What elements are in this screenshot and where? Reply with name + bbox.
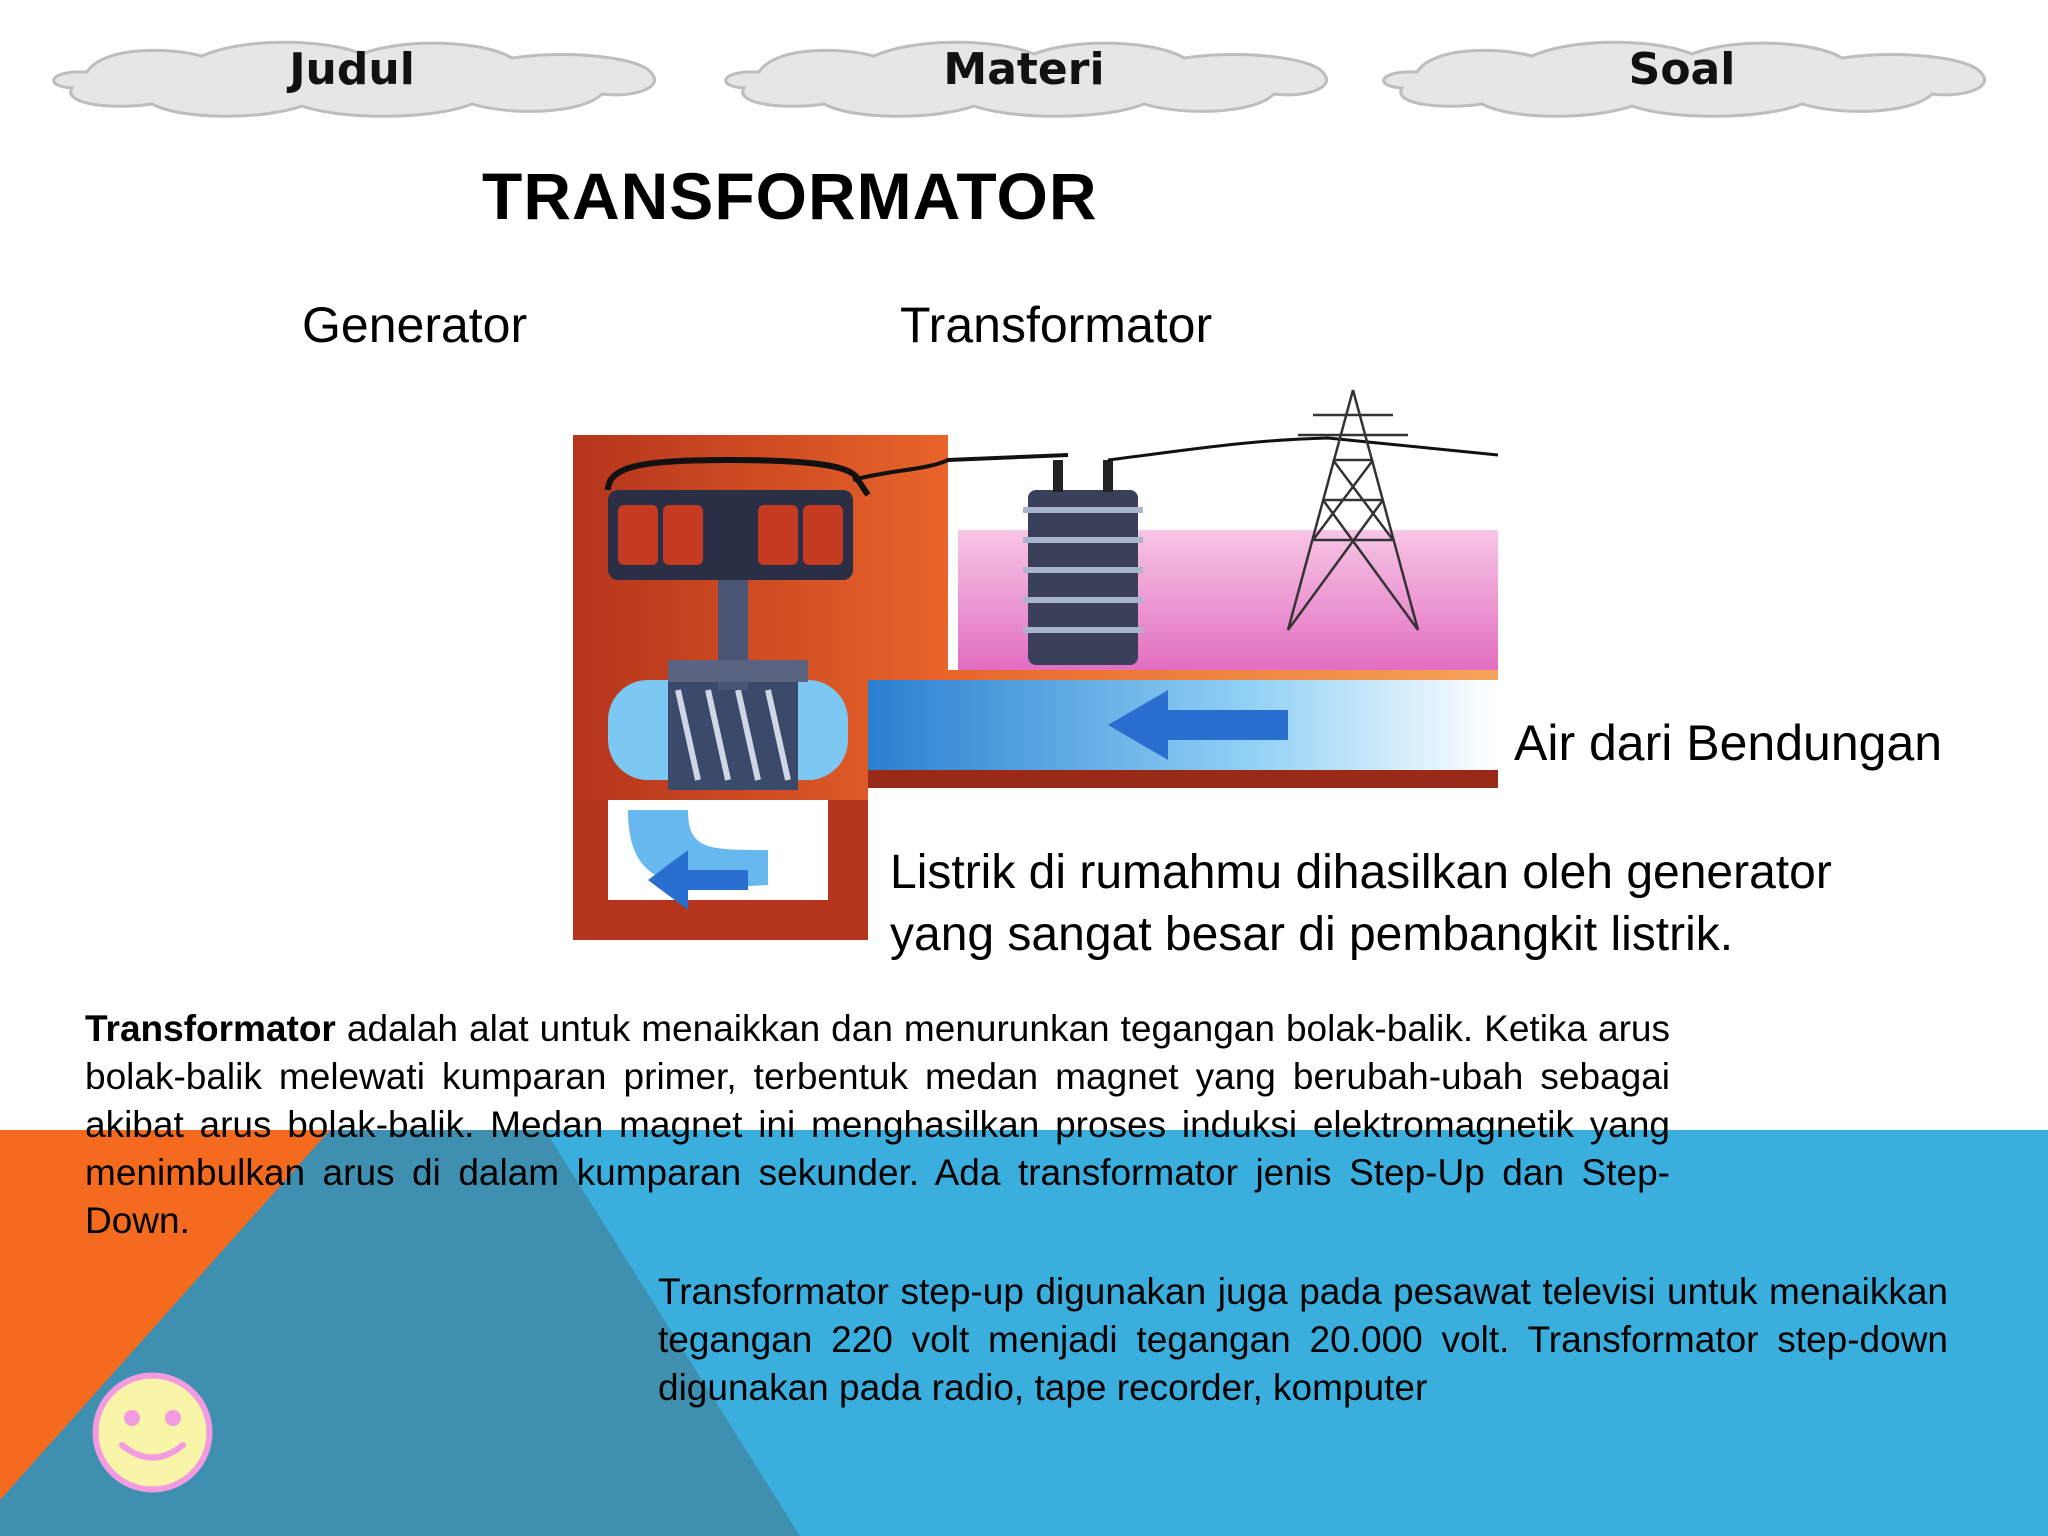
nav-button-materi[interactable]: Materi — [714, 28, 1334, 118]
generator-label: Generator — [302, 297, 528, 353]
usage-paragraph: Transformator step-up digunakan juga pad… — [658, 1271, 1948, 1408]
water-label: Air dari Bendungan — [1514, 715, 1943, 771]
nav-label-judul: Judul — [289, 44, 415, 95]
cloud-shape — [1382, 40, 1986, 118]
definition-text: adalah alat untuk menaikkan dan menurunk… — [85, 1008, 1670, 1241]
caption-line-2: yang sangat besar di pembangkit listrik. — [890, 908, 1734, 961]
hydro-power-plant-illustration — [573, 389, 1498, 940]
smiley-face-icon[interactable] — [90, 1370, 215, 1495]
cloud-shape — [52, 40, 656, 118]
nav-label-materi: Materi — [943, 44, 1105, 95]
cloud-shape — [724, 40, 1328, 118]
definition-term: Transformator — [85, 1008, 336, 1049]
diagram-caption: Listrik di rumahmu dihasilkan oleh gener… — [890, 842, 2030, 966]
page-title: TRANSFORMATOR — [482, 159, 1098, 233]
nav-button-soal[interactable]: Soal — [1372, 28, 1992, 118]
nav-button-judul[interactable]: Judul — [42, 28, 662, 118]
transformator-label: Transformator — [900, 297, 1213, 353]
nav-label-soal: Soal — [1628, 44, 1736, 95]
caption-line-1: Listrik di rumahmu dihasilkan oleh gener… — [890, 846, 1832, 899]
definition-paragraph: Transformator adalah alat untuk menaikka… — [85, 1005, 1670, 1245]
